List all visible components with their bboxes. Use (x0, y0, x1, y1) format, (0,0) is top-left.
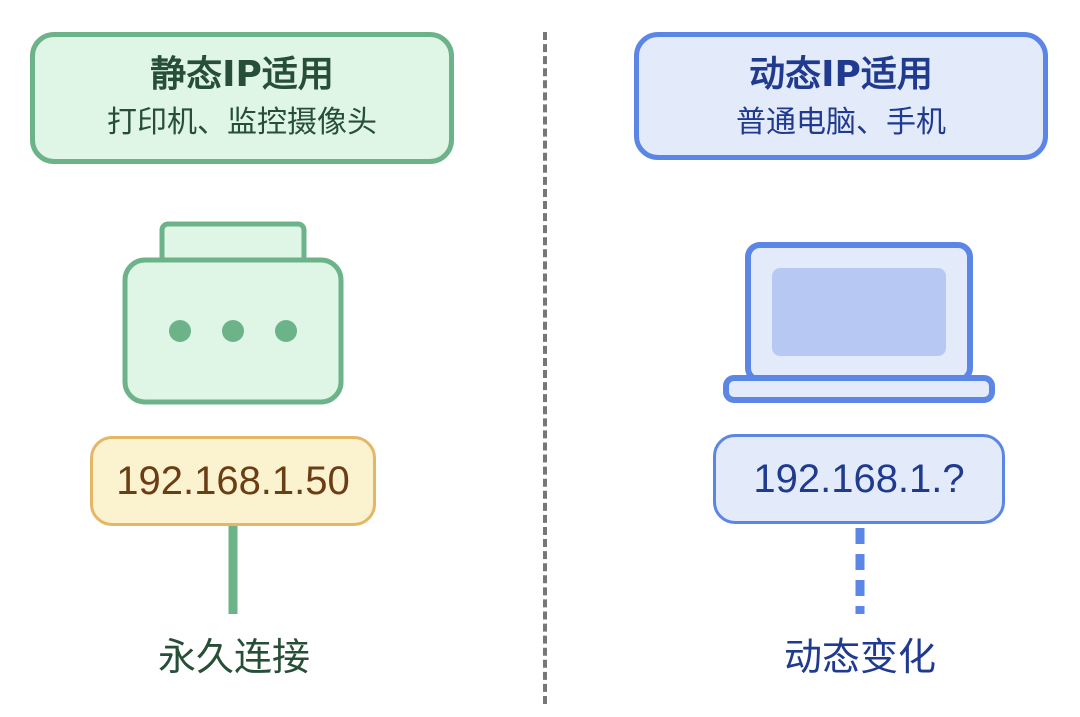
laptop-icon (723, 242, 995, 403)
printer-icon (122, 221, 344, 405)
dynamic-ip-subtitle: 普通电脑、手机 (736, 105, 946, 140)
dynamic-ip-title: 动态IP适用 (749, 54, 933, 95)
static-ip-card: 静态IP适用 打印机、监控摄像头 (30, 32, 454, 164)
permanent-connection-caption: 永久连接 (157, 635, 310, 679)
center-divider (543, 32, 547, 704)
static-ip-subtitle: 打印机、监控摄像头 (107, 105, 377, 140)
static-ip-address: 192.168.1.50 (90, 436, 376, 526)
dynamic-ip-address: 192.168.1.? (713, 434, 1005, 524)
static-ip-title: 静态IP适用 (150, 54, 334, 95)
dynamic-ip-card: 动态IP适用 普通电脑、手机 (634, 32, 1048, 160)
dynamic-change-caption: 动态变化 (783, 635, 936, 679)
